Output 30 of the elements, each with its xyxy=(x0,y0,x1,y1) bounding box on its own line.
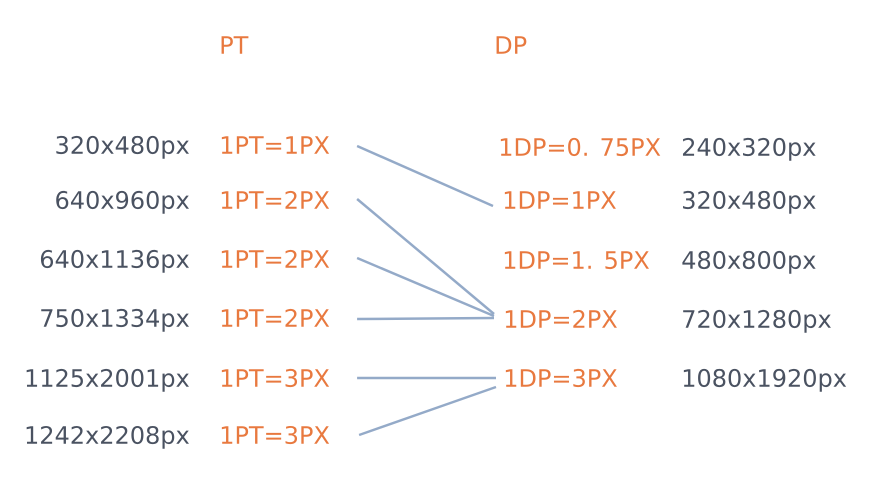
ratio-label: 1DP=1. 5PX xyxy=(504,251,649,270)
resolution-label: 1080x1920px xyxy=(684,368,846,392)
resolution-label: 240x320px xyxy=(682,138,816,161)
resolution-label: 640x960px xyxy=(56,190,189,214)
connector-line xyxy=(357,376,496,380)
resolution-label: 750x1334px xyxy=(41,308,189,332)
resolution-label: 1125x2001px xyxy=(26,368,189,392)
ratio-label: 1DP=0. 75PX xyxy=(500,138,660,156)
connector-line xyxy=(356,256,494,318)
ratio-label: 1DP=1PX xyxy=(504,191,616,209)
connector-line xyxy=(356,144,494,208)
ratio-label: 1DP=2PX xyxy=(506,310,617,328)
resolution-label: 1242x2208px xyxy=(26,426,189,449)
ratio-label: 1PT=1PX xyxy=(222,136,330,154)
resolution-label: 720x1280px xyxy=(683,310,831,333)
resolution-label: 480x800px xyxy=(682,250,816,274)
resolution-label: 320x480px xyxy=(683,190,816,214)
resolution-label: 640x1136px xyxy=(40,250,189,273)
connector-line xyxy=(357,316,494,320)
ratio-label: 1PT=2PX xyxy=(222,250,330,268)
ratio-label: 1PT=2PX xyxy=(222,190,330,209)
ratio-label: 1PT=3PX xyxy=(222,426,330,444)
ratio-label: 1DP=3PX xyxy=(506,368,617,388)
connector-line xyxy=(356,198,495,315)
connector-line xyxy=(358,386,496,436)
ratio-label: 1PT=3PX xyxy=(222,368,330,388)
ratio-label: 1PT=2PX xyxy=(222,308,330,327)
column-heading: PT xyxy=(222,36,248,54)
resolution-label: 320x480px xyxy=(56,136,189,159)
column-heading: DP xyxy=(496,36,526,54)
